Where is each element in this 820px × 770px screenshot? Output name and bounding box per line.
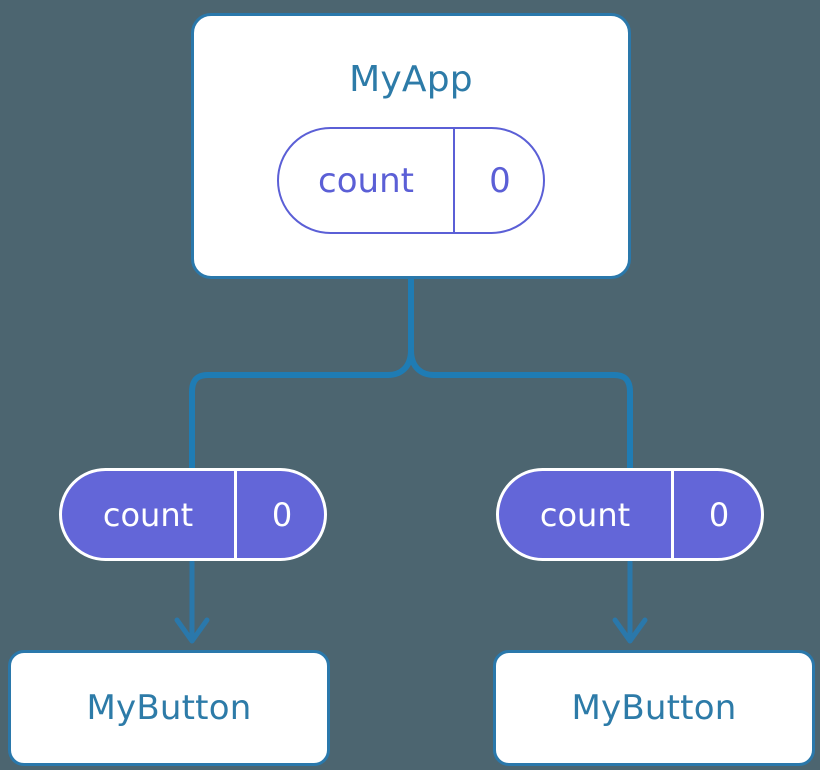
connector-arrow-right-head	[612, 617, 648, 644]
connector-arrow-left-head	[174, 617, 210, 644]
component-name-myapp: MyApp	[349, 59, 473, 100]
props-value-label-left: 0	[234, 471, 324, 558]
connector-branch-right	[408, 347, 633, 471]
props-pill-right[interactable]: count 0	[496, 468, 764, 561]
connector-branch-left	[189, 347, 414, 471]
component-card-mybutton-right[interactable]: MyButton	[493, 650, 815, 766]
component-name-mybutton-left: MyButton	[86, 688, 252, 728]
state-key-label: count	[318, 160, 414, 201]
props-key-label-right: count	[539, 495, 631, 534]
props-key-label-left: count	[102, 495, 194, 534]
props-value-label-right: 0	[671, 471, 761, 558]
state-pill-myapp[interactable]: count 0	[277, 127, 545, 234]
props-pill-left[interactable]: count 0	[59, 468, 327, 561]
component-card-mybutton-left[interactable]: MyButton	[8, 650, 330, 766]
component-name-mybutton-right: MyButton	[571, 688, 737, 728]
state-value-label: 0	[453, 129, 543, 232]
